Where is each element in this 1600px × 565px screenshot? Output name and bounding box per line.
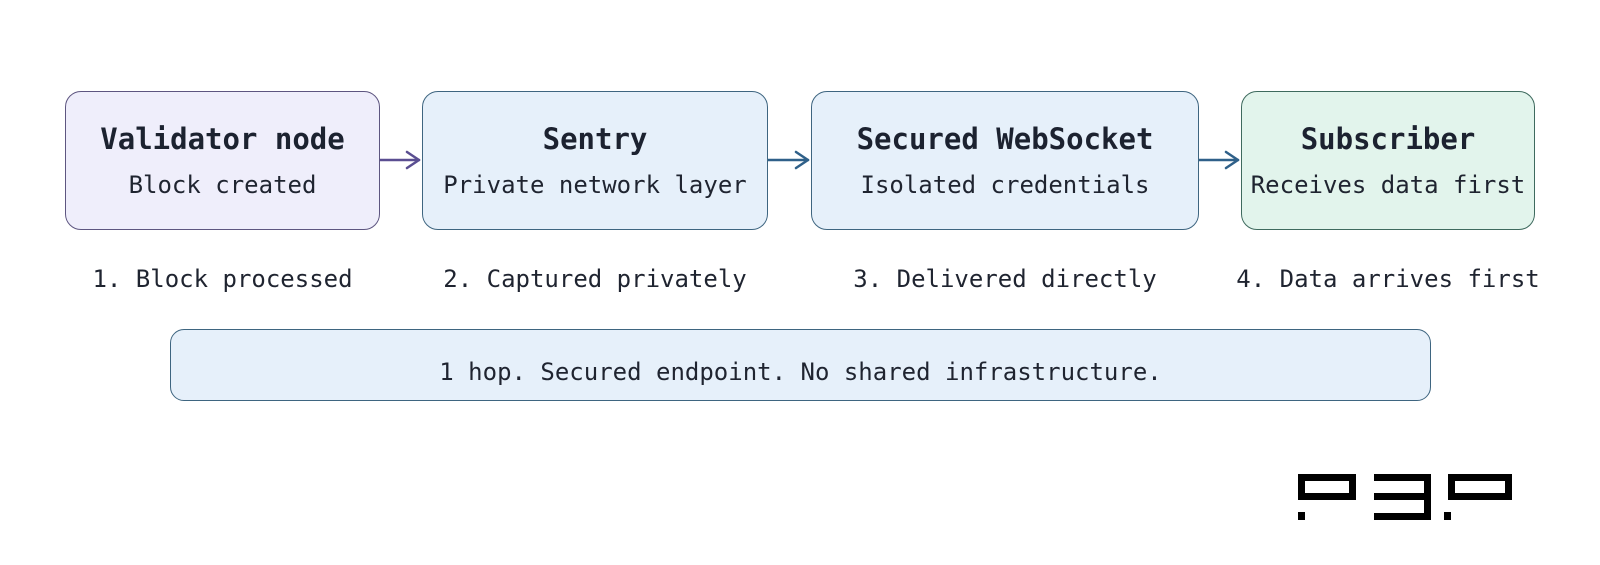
node-sentry: Sentry Private network layer <box>422 91 768 230</box>
arrow-websocket-to-subscriber <box>1197 150 1240 170</box>
node-sentry-title: Sentry <box>542 121 648 156</box>
arrow-validator-to-sentry <box>378 150 421 170</box>
node-subscriber-title: Subscriber <box>1300 121 1476 156</box>
node-secured-websocket: Secured WebSocket Isolated credentials <box>811 91 1199 230</box>
arrow-sentry-to-websocket <box>766 150 810 170</box>
step-label-3: 3. Delivered directly <box>853 265 1157 293</box>
node-validator-subtitle: Block created <box>128 170 317 199</box>
node-sentry-subtitle: Private network layer <box>443 170 747 199</box>
node-subscriber: Subscriber Receives data first <box>1241 91 1535 230</box>
node-subscriber-subtitle: Receives data first <box>1250 170 1526 199</box>
node-validator-title: Validator node <box>100 121 345 156</box>
step-label-4: 4. Data arrives first <box>1236 265 1540 293</box>
step-label-1: 1. Block processed <box>92 265 353 293</box>
step-label-2: 2. Captured privately <box>443 265 747 293</box>
node-validator: Validator node Block created <box>65 91 380 230</box>
node-secured-websocket-title: Secured WebSocket <box>856 121 1154 156</box>
summary-text: 1 hop. Secured endpoint. No shared infra… <box>439 358 1162 386</box>
brand-logo-icon <box>1298 474 1512 520</box>
node-secured-websocket-subtitle: Isolated credentials <box>860 170 1150 199</box>
summary-box: 1 hop. Secured endpoint. No shared infra… <box>170 329 1431 401</box>
